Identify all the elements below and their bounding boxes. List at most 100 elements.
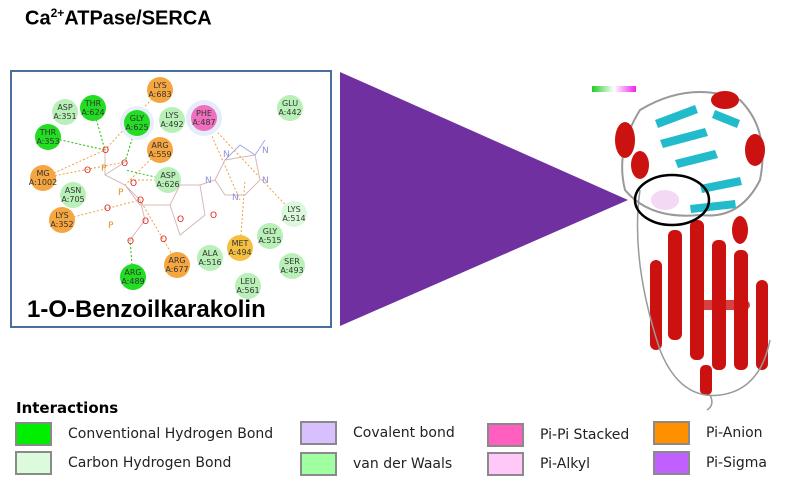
svg-text:O: O — [130, 179, 137, 189]
svg-text:A:492: A:492 — [160, 120, 183, 129]
svg-text:O: O — [84, 166, 91, 176]
legend-item-carbon-hbond: Carbon Hydrogen Bond — [15, 451, 231, 475]
svg-text:A:353: A:353 — [36, 137, 59, 146]
svg-text:O: O — [142, 217, 149, 227]
svg-text:ASN: ASN — [65, 186, 82, 195]
ligand-label: 1-O-Benzoilkarakolin — [27, 296, 266, 323]
legend-item-pi-alkyl: Pi-Alkyl — [487, 452, 590, 476]
legend-title: Interactions — [16, 399, 119, 417]
color-scale-bar — [592, 86, 636, 92]
svg-text:THR: THR — [84, 99, 102, 108]
svg-text:ARG: ARG — [168, 256, 185, 265]
svg-text:ARG: ARG — [151, 141, 168, 150]
svg-text:A:559: A:559 — [148, 150, 171, 159]
svg-text:P: P — [118, 188, 124, 198]
svg-text:LYS: LYS — [55, 211, 68, 220]
svg-text:ARG: ARG — [124, 268, 141, 277]
svg-text:A:515: A:515 — [258, 236, 281, 245]
legend-item-covalent: Covalent bond — [300, 421, 455, 445]
svg-text:A:705: A:705 — [61, 195, 84, 204]
svg-text:O: O — [127, 237, 134, 247]
svg-text:LEU: LEU — [240, 277, 256, 286]
svg-text:A:493: A:493 — [280, 266, 303, 275]
svg-text:A:1002: A:1002 — [29, 178, 57, 187]
svg-text:ASP: ASP — [57, 103, 73, 112]
svg-text:A:683: A:683 — [148, 90, 171, 99]
svg-text:O: O — [137, 196, 144, 206]
svg-text:A:442: A:442 — [278, 108, 301, 117]
svg-text:P: P — [101, 164, 107, 174]
svg-text:P: P — [108, 221, 114, 231]
svg-text:N: N — [262, 176, 269, 186]
svg-text:A:516: A:516 — [198, 258, 221, 267]
svg-text:MG: MG — [36, 169, 49, 178]
svg-text:A:494: A:494 — [228, 248, 251, 257]
residue-mg1002: MGA:1002 — [29, 165, 57, 191]
svg-text:MET: MET — [232, 239, 249, 248]
svg-text:A:489: A:489 — [121, 277, 144, 286]
svg-text:N: N — [262, 146, 269, 156]
protein-structure — [592, 86, 771, 411]
svg-text:A:677: A:677 — [165, 265, 188, 274]
svg-text:A:352: A:352 — [50, 220, 73, 229]
svg-text:O: O — [102, 146, 109, 156]
legend-item-pi-pi-stacked: Pi-Pi Stacked — [487, 423, 629, 447]
svg-text:N: N — [232, 193, 239, 203]
svg-text:A:514: A:514 — [282, 214, 305, 223]
legend-item-conventional-hbond: Conventional Hydrogen Bond — [15, 422, 273, 446]
svg-text:PHE: PHE — [196, 109, 212, 118]
svg-text:A:625: A:625 — [125, 123, 148, 132]
svg-text:A:561: A:561 — [236, 286, 259, 295]
figure-title: Ca2+ATPase/SERCA — [25, 6, 212, 30]
svg-text:O: O — [121, 159, 128, 169]
legend-item-pi-sigma: Pi-Sigma — [653, 451, 767, 475]
binding-site-circle — [633, 173, 711, 227]
svg-text:GLU: GLU — [282, 99, 298, 108]
svg-text:O: O — [104, 204, 111, 214]
ligand-structure — [104, 139, 266, 241]
svg-text:THR: THR — [39, 128, 57, 137]
svg-text:O: O — [177, 215, 184, 225]
svg-text:SER: SER — [284, 257, 300, 266]
svg-text:O: O — [210, 211, 217, 221]
svg-text:N: N — [223, 150, 230, 160]
svg-text:O: O — [160, 235, 167, 245]
svg-text:N: N — [205, 176, 212, 186]
svg-text:ASP: ASP — [160, 171, 176, 180]
svg-text:LYS: LYS — [287, 205, 300, 214]
svg-text:A:624: A:624 — [81, 108, 104, 117]
svg-text:GLY: GLY — [263, 227, 278, 236]
svg-text:LYS: LYS — [153, 81, 166, 90]
svg-text:ALA: ALA — [202, 249, 218, 258]
legend-item-vdw: van der Waals — [300, 452, 452, 476]
svg-text:A:626: A:626 — [156, 180, 179, 189]
svg-text:GLY: GLY — [130, 114, 145, 123]
svg-text:LYS: LYS — [165, 111, 178, 120]
zoom-triangle — [340, 72, 628, 326]
svg-text:A:487: A:487 — [192, 118, 215, 127]
svg-text:A:351: A:351 — [53, 112, 76, 121]
